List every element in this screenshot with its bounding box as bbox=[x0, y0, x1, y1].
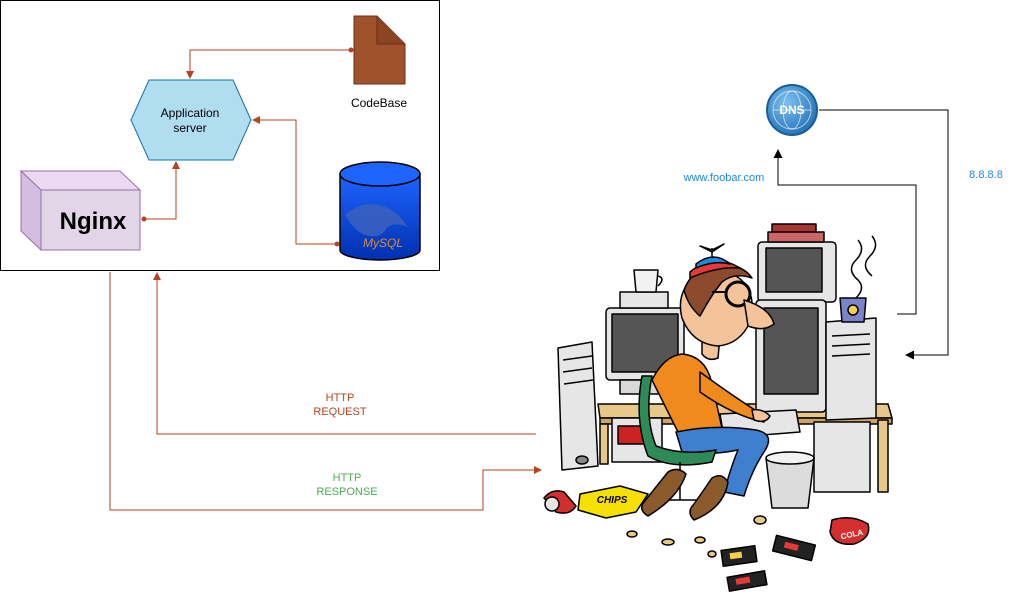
dns-query-label: www.foobar.com bbox=[683, 172, 765, 184]
nginx-to-app-arrow bbox=[141, 161, 180, 222]
nginx-node bbox=[19, 169, 142, 252]
nginx-label: Nginx bbox=[60, 208, 127, 235]
mysql-logo-text: MySQL bbox=[363, 236, 403, 250]
dns-query-arrow bbox=[773, 149, 917, 315]
dns-answer-arrow bbox=[819, 109, 949, 360]
document-icon bbox=[353, 15, 406, 85]
codebase-label: CodeBase bbox=[351, 96, 407, 110]
chips-logo-text: CHIPS bbox=[597, 495, 628, 506]
dns-answer-label: 8.8.8.8 bbox=[969, 169, 1003, 181]
mysql-to-app-arrow bbox=[252, 116, 340, 247]
codebase-to-app-arrow bbox=[186, 47, 354, 79]
app-server-node bbox=[130, 79, 252, 161]
http-response-arrow bbox=[109, 272, 542, 511]
dns-logo-text: DNS bbox=[779, 103, 804, 117]
dns-icon bbox=[766, 84, 818, 136]
http-request-arrow bbox=[153, 272, 536, 435]
database-icon bbox=[339, 161, 421, 261]
developer-illustration bbox=[543, 223, 893, 592]
